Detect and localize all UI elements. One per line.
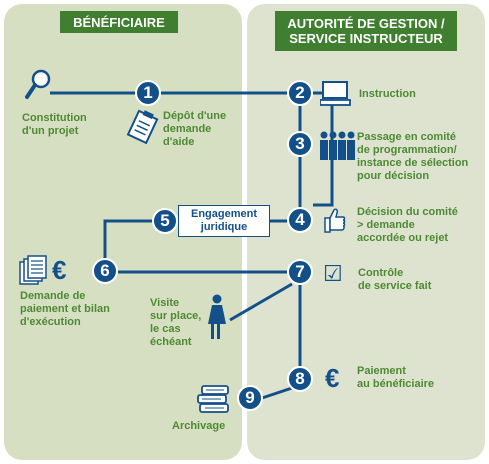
step-1: 1	[135, 80, 161, 106]
step-9: 9	[237, 385, 263, 411]
step-3-number: 3	[295, 134, 305, 153]
books-icon	[197, 385, 229, 413]
label-depot-line1: Dépôt d'une	[163, 110, 227, 122]
label-paiement-line2: au bénéficiaire	[357, 378, 435, 390]
label-passage-line3: instance de sélection	[357, 157, 469, 169]
label-decision: Décision du comité > demande accordée ou…	[357, 206, 458, 245]
label-depot: Dépôt d'une demande d'aide	[163, 110, 226, 149]
step-6: 6	[92, 258, 118, 284]
header-authority-line1: AUTORITÉ DE GESTION /	[287, 16, 445, 31]
label-visite-line3: le cas	[150, 323, 181, 335]
step-4: 4	[287, 207, 313, 233]
label-instruction: Instruction	[359, 88, 416, 101]
label-passage-line4: pour décision	[357, 170, 430, 182]
label-visite: Visite sur place, le cas échéant	[150, 297, 201, 349]
engagement-line1: Engagement	[190, 208, 257, 220]
label-decision-line1: Décision du comité	[357, 206, 458, 218]
label-controle-line2: de service fait	[358, 280, 432, 292]
step-5-number: 5	[160, 211, 170, 230]
computer-icon	[320, 81, 351, 106]
step-2-number: 2	[295, 83, 305, 102]
step-8: 8	[287, 366, 313, 392]
step-5: 5	[152, 208, 178, 234]
engagement-juridique-box: Engagement juridique	[178, 205, 270, 237]
checkbox-icon: ☑	[323, 261, 343, 286]
label-constitution-line2: d'un projet	[22, 125, 79, 137]
label-visite-line1: Visite	[150, 297, 180, 309]
magnifier-icon	[25, 69, 51, 99]
step-9-number: 9	[245, 388, 255, 407]
step-8-number: 8	[295, 369, 305, 388]
connector-8-9	[261, 386, 293, 400]
header-authority-line2: SERVICE INSTRUCTEUR	[289, 31, 443, 46]
label-decision-line2: > demande	[357, 219, 415, 231]
label-demande-paiement: Demande de paiement et bilan d'exécution	[20, 290, 110, 329]
step-2: 2	[287, 80, 313, 106]
engagement-line2: juridique	[200, 221, 248, 233]
label-demande-paiement-line3: d'exécution	[20, 316, 81, 328]
header-beneficiary-text: BÉNÉFICIAIRE	[73, 14, 165, 30]
thumbs-up-icon	[324, 208, 346, 233]
step-6-number: 6	[100, 261, 110, 280]
header-beneficiary: BÉNÉFICIAIRE	[60, 11, 178, 33]
label-passage: Passage en comité de programmation/ inst…	[357, 131, 468, 183]
step-3: 3	[287, 131, 313, 157]
label-instruction-text: Instruction	[359, 88, 416, 100]
label-paiement: Paiement au bénéficiaire	[357, 365, 434, 391]
label-depot-line2: demande	[163, 123, 212, 135]
clipboard-icon	[126, 109, 159, 144]
step-4-number: 4	[295, 210, 305, 229]
woman-icon	[208, 294, 226, 339]
connector-5-6	[103, 219, 153, 258]
label-controle: Contrôle de service fait	[358, 267, 431, 293]
label-passage-line2: de programmation/	[357, 144, 457, 156]
label-constitution-line1: Constitution	[22, 112, 87, 124]
label-archivage: Archivage	[172, 420, 225, 433]
label-archivage-text: Archivage	[172, 420, 226, 432]
label-constitution: Constitution d'un projet	[22, 112, 87, 138]
label-passage-line1: Passage en comité	[357, 131, 457, 143]
label-demande-paiement-line1: Demande de	[20, 290, 86, 302]
euro-icon-left: €	[52, 255, 67, 285]
step-7-number: 7	[295, 262, 305, 281]
euro-icon-right: €	[325, 363, 340, 393]
label-demande-paiement-line2: paiement et bilan	[20, 303, 110, 315]
label-decision-line3: accordée ou rejet	[357, 232, 449, 244]
authority-panel	[247, 4, 485, 460]
label-depot-line3: d'aide	[163, 136, 195, 148]
label-controle-line1: Contrôle	[358, 267, 404, 279]
people-icon	[320, 131, 355, 160]
step-7: 7	[287, 259, 313, 285]
label-visite-line4: échéant	[150, 336, 192, 348]
label-visite-line2: sur place,	[150, 310, 202, 322]
header-authority: AUTORITÉ DE GESTION / SERVICE INSTRUCTEU…	[275, 11, 457, 51]
connector-7-visite	[229, 282, 293, 322]
documents-icon	[19, 255, 47, 285]
label-paiement-line1: Paiement	[357, 365, 406, 377]
step-1-number: 1	[143, 83, 153, 102]
